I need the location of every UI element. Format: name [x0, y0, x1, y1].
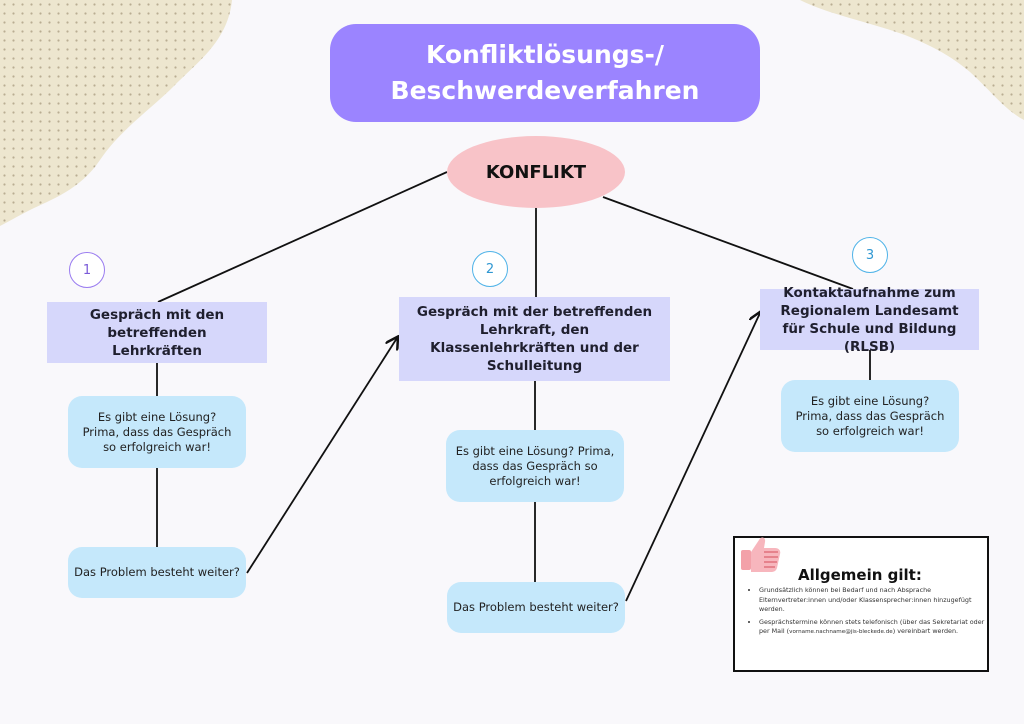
- note-bullet-1: Grundsätzlich können bei Bedarf und nach…: [759, 586, 995, 615]
- solution-bubble-2: Es gibt eine Lösung? Prima, dass das Ges…: [446, 430, 624, 502]
- note-list: Grundsätzlich können bei Bedarf und nach…: [745, 586, 995, 641]
- corner-decoration-left: [0, 0, 232, 226]
- step-number-3: 3: [852, 237, 888, 273]
- step-box-2: Gespräch mit der betreffenden Lehrkraft,…: [399, 297, 670, 381]
- problem-bubble-2: Das Problem besteht weiter?: [447, 582, 625, 633]
- step-box-3: Kontaktaufnahme zum Regionalem Landesamt…: [760, 285, 979, 355]
- step-number-2: 2: [472, 251, 508, 287]
- line-root-to-step1: [157, 171, 448, 303]
- arrow-problem1-to-step2: [246, 338, 397, 574]
- note-email: vorname.nachname@jis-bleckede.de: [789, 629, 893, 636]
- thumbs-up-icon: [741, 537, 781, 572]
- solution-bubble-3: Es gibt eine Lösung? Prima, dass das Ges…: [781, 380, 959, 452]
- corner-decoration-right: [800, 0, 1024, 120]
- step-number-1: 1: [69, 252, 105, 288]
- step-box-1: Gespräch mit den betreffenden Lehrkräfte…: [47, 302, 267, 363]
- note-bullet-2-end: ) vereinbart werden.: [892, 627, 959, 636]
- line-root-to-step3: [602, 196, 854, 290]
- problem-bubble-1: Das Problem besteht weiter?: [68, 547, 246, 598]
- solution-bubble-1: Es gibt eine Lösung? Prima, dass das Ges…: [68, 396, 246, 468]
- title-line-2: Beschwerdeverfahren: [390, 76, 700, 105]
- page-title: Konfliktlösungs-/ Beschwerdeverfahren: [330, 24, 760, 122]
- general-note-box: Allgemein gilt: Grundsätzlich können bei…: [733, 536, 989, 672]
- root-node-konflikt: KONFLIKT: [447, 136, 625, 208]
- note-title: Allgemein gilt:: [798, 566, 922, 584]
- note-bullet-2: Gesprächstermine können stets telefonisc…: [759, 618, 995, 638]
- title-line-1: Konfliktlösungs-/: [425, 40, 665, 69]
- note-bullet-2-start: Gesprächstermine können stets telefonisc…: [759, 617, 985, 636]
- arrow-problem2-to-step3: [625, 313, 760, 602]
